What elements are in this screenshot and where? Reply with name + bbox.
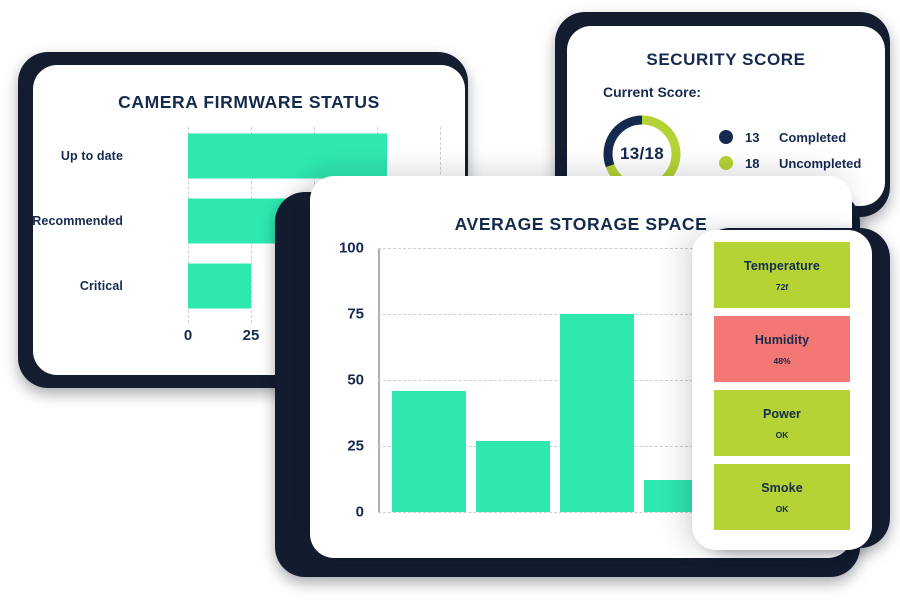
storage-ytick-50: 50 <box>347 371 364 389</box>
firmware-bar-track <box>188 133 387 178</box>
storage-ytick-0: 0 <box>355 503 364 521</box>
storage-bar-archiver-01 <box>392 391 466 512</box>
firmware-bar-chart: Up to date Recommended Critical <box>33 123 465 375</box>
sensor-tile-value: OK <box>775 429 789 440</box>
sensor-tile-value: OK <box>775 503 789 514</box>
sensor-tile-value: 48% <box>773 355 791 366</box>
storage-ytick-25: 25 <box>347 437 364 455</box>
firmware-bar-track <box>188 263 251 308</box>
storage-bar-group-archiver-01: Archiver 01 <box>392 391 466 512</box>
firmware-bar-rows: Up to date Recommended Critical <box>33 123 465 318</box>
storage-bar-chart: 100 75 50 25 0 Archiver 01 Archiver 02 A… <box>310 240 852 548</box>
sensor-tile-smoke[interactable]: Smoke OK <box>714 464 850 530</box>
storage-bar-group-archiver-03: Archiver 03 <box>560 314 634 512</box>
sensor-tile-value: 72f <box>775 281 789 292</box>
firmware-category-label: Critical <box>79 278 123 293</box>
firmware-bar-critical <box>188 263 251 308</box>
storage-gridline-0 <box>378 512 708 513</box>
storage-gridline-50 <box>378 380 708 381</box>
security-card-title: SECURITY SCORE <box>646 50 806 69</box>
sensor-tile-label: Temperature <box>744 258 820 273</box>
firmware-card-title: CAMERA FIRMWARE STATUS <box>118 92 380 112</box>
legend-label-uncompleted: Uncompleted <box>779 155 862 171</box>
sensor-status-card: Temperature 72f Humidity 48% Power OK Sm… <box>692 230 872 550</box>
sensor-tile-label: Humidity <box>754 332 810 347</box>
security-score-value: 13/18 <box>619 144 665 163</box>
storage-gridline-75 <box>378 314 708 315</box>
sensor-tile-list: Temperature 72f Humidity 48% Power OK Sm… <box>714 242 850 538</box>
legend-value-uncompleted: 18 <box>745 155 760 171</box>
storage-bar-group-archiver-02: Archiver 02 <box>476 441 550 512</box>
legend-item-uncompleted: 18 Uncompleted <box>719 150 861 176</box>
storage-ytick-75: 75 <box>347 305 364 323</box>
sensor-tile-power[interactable]: Power OK <box>714 390 850 456</box>
storage-ytick-100: 100 <box>338 239 364 257</box>
firmware-xtick-0: 0 <box>183 327 193 344</box>
firmware-category-label: Recommended <box>33 213 123 228</box>
firmware-bar-up-to-date <box>188 133 387 178</box>
table-row: Up to date <box>33 123 465 188</box>
current-score-label: Current Score: <box>603 84 702 100</box>
storage-bar-archiver-02 <box>476 441 550 512</box>
storage-bar-archiver-03 <box>560 314 634 512</box>
legend-dot-icon-uncompleted <box>719 156 733 170</box>
firmware-xtick-25: 25 <box>242 327 260 344</box>
storage-gridline-100 <box>378 248 708 249</box>
security-score-legend: 13 Completed 18 Uncompleted <box>719 124 861 176</box>
sensor-tile-label: Smoke <box>761 480 803 495</box>
sensor-tile-humidity[interactable]: Humidity 48% <box>714 316 850 382</box>
legend-dot-icon-completed <box>719 130 733 144</box>
sensor-tile-temperature[interactable]: Temperature 72f <box>714 242 850 308</box>
storage-card-title: AVERAGE STORAGE SPACE <box>454 214 708 234</box>
legend-item-completed: 13 Completed <box>719 124 861 150</box>
storage-bar-series: Archiver 01 Archiver 02 Archiver 03 Aux … <box>382 248 718 512</box>
table-row: Critical <box>33 253 465 318</box>
firmware-category-label: Up to date <box>60 148 123 163</box>
legend-value-completed: 13 <box>745 129 760 145</box>
sensor-tile-label: Power <box>762 406 801 421</box>
legend-label-completed: Completed <box>779 129 847 145</box>
